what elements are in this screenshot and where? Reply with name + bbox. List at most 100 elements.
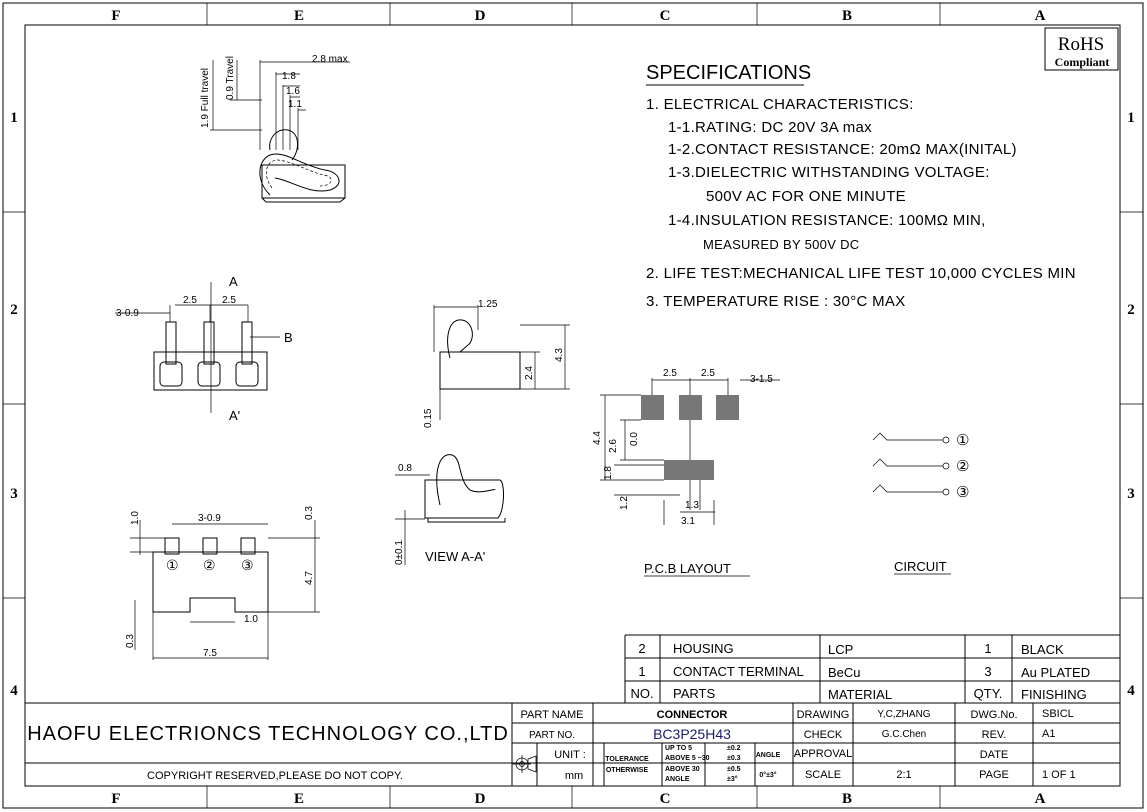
scale-value: 2:1 — [896, 769, 911, 781]
dim-label: 1.25 — [478, 299, 498, 310]
dim-label: 0.3 — [304, 506, 315, 520]
bom-header: NO. — [630, 686, 653, 701]
zone-col-e-bottom: E — [294, 791, 304, 807]
circuit-pin-3: ③ — [956, 483, 969, 501]
pad — [641, 395, 664, 420]
bottom-view: 1.0 3-0.9 0.3 4.7 0.3 1.0 7.5 ① ② ③ — [125, 506, 320, 660]
zone-row-2-right: 2 — [1127, 302, 1135, 318]
spec-line: 1. ELECTRICAL CHARACTERISTICS: — [646, 96, 914, 113]
company-name: HAOFU ELECTRIONCS TECHNOLOGY CO.,LTD — [27, 723, 509, 745]
circuit: ① ② ③ CIRCUIT — [872, 431, 969, 575]
specifications-title: SPECIFICATIONS — [646, 62, 811, 84]
check-value: G.C.Chen — [882, 729, 926, 740]
pad — [664, 460, 714, 480]
dim-label: 2.5 — [663, 368, 677, 379]
tolerance-label: TOLERANCE — [605, 756, 649, 763]
bom-cell: 1 — [984, 641, 991, 656]
pin-3-label: ③ — [241, 558, 254, 574]
dim-label: 2.4 — [524, 366, 535, 380]
tolerance-range: ABOVE 5 ~30 — [665, 755, 710, 762]
bom-header: MATERIAL — [828, 687, 892, 702]
spec-line: 1-4.INSULATION RESISTANCE: 100MΩ MIN, — [668, 212, 986, 229]
dim-label: 4.3 — [554, 348, 565, 362]
zone-col-d-bottom: D — [475, 791, 486, 807]
zone-col-a: A — [1035, 8, 1046, 24]
dim-label: 1.6 — [286, 86, 300, 97]
unit-value: mm — [565, 770, 583, 782]
zone-col-a-bottom: A — [1035, 791, 1046, 807]
date-label: DATE — [980, 749, 1009, 761]
dim-label: 0.15 — [423, 408, 434, 428]
bom-header: QTY. — [974, 686, 1003, 701]
copyright-notice: COPYRIGHT RESERVED,PLEASE DO NOT COPY. — [147, 770, 403, 782]
zone-col-e: E — [294, 8, 304, 24]
tolerance-range: ABOVE 30 — [665, 766, 700, 773]
dim-label: 2.5 — [222, 295, 236, 306]
bom-cell: CONTACT TERMINAL — [673, 664, 804, 679]
zone-row-3: 3 — [10, 486, 18, 502]
bom-cell: LCP — [828, 642, 853, 657]
dim-label: 4.4 — [592, 431, 603, 445]
dim-label: 3-0.9 — [116, 308, 139, 319]
circuit-pin-1: ① — [956, 431, 969, 449]
tolerance-range: UP TO 5 — [665, 745, 692, 752]
dim-label: 3.1 — [681, 516, 695, 527]
circuit-pin-2: ② — [956, 457, 969, 475]
rohs-badge: RoHS Compliant — [1044, 27, 1119, 71]
pcb-layout: 2.5 2.5 3-1.5 4.4 2.6 0.0 1.8 1.2 1.3 3.… — [592, 368, 780, 577]
bom-cell: BeCu — [828, 665, 861, 680]
dim-label: 1.8 — [603, 466, 614, 480]
check-label: CHECK — [804, 729, 843, 741]
dim-label: 0.3 — [125, 634, 136, 648]
section-label-a-prime: A' — [229, 408, 240, 423]
bom-cell: HOUSING — [673, 641, 734, 656]
dim-label: 1.0 — [130, 511, 141, 525]
part-no-label: PART NO. — [529, 730, 575, 741]
bom-header: PARTS — [673, 686, 715, 701]
unit-label: UNIT : — [554, 749, 586, 761]
compliant-text: Compliant — [1055, 55, 1110, 69]
zone-col-c-bottom: C — [660, 791, 671, 807]
dwg-no-label: DWG.No. — [970, 709, 1017, 721]
label-b: B — [284, 330, 293, 345]
zone-row-4-right: 4 — [1127, 683, 1135, 699]
pad — [679, 395, 702, 420]
spec-line: 1-2.CONTACT RESISTANCE: 20mΩ MAX(INITAL) — [668, 141, 1017, 158]
spec-line: 1-3.DIELECTRIC WITHSTANDING VOLTAGE: — [668, 164, 990, 181]
spec-line: 2. LIFE TEST:MECHANICAL LIFE TEST 10,000… — [646, 265, 1076, 282]
rohs-text: RoHS — [1058, 34, 1104, 55]
bom-table: 2 HOUSING LCP 1 BLACK 1 CONTACT TERMINAL… — [624, 634, 1120, 703]
dim-label: 7.5 — [203, 648, 217, 659]
zone-row-1: 1 — [10, 110, 18, 126]
side-view: 2.8 max 1.8 1.6 1.1 1.9 Full travel 0.9 … — [200, 54, 350, 203]
spec-line: 3. TEMPERATURE RISE : 30°C MAX — [646, 293, 906, 310]
dim-label: 1.0 — [244, 614, 258, 625]
pin-2-label: ② — [203, 558, 216, 574]
specifications: SPECIFICATIONS 1. ELECTRICAL CHARACTERIS… — [646, 62, 1076, 310]
zone-col-f-bottom: F — [111, 791, 120, 807]
drawing-label: DRAWING — [797, 709, 850, 721]
dim-label: 0±0.1 — [394, 540, 405, 565]
zone-col-f: F — [111, 8, 120, 24]
rev-label: REV. — [982, 729, 1007, 741]
dim-label: 1.8 — [282, 71, 296, 82]
tolerance-value: ±0.5 — [727, 766, 741, 773]
zone-col-b-bottom: B — [842, 791, 852, 807]
dim-label: 1.3 — [685, 500, 699, 511]
angle-value: 0°±3° — [759, 771, 776, 779]
spec-line: 1-1.RATING: DC 20V 3A max — [668, 119, 872, 136]
dim-label: 3-1.5 — [750, 374, 773, 385]
part-name-label: PART NAME — [521, 709, 584, 721]
view-caption: VIEW A-A' — [425, 549, 485, 564]
rev-value: A1 — [1042, 728, 1055, 740]
bom-header: FINISHING — [1021, 687, 1087, 702]
front-view: 3-0.9 2.5 2.5 A B A' — [115, 274, 293, 423]
dim-label: 1.2 — [619, 496, 630, 510]
drawing-value: Y,C,ZHANG — [877, 709, 930, 720]
zone-col-c: C — [660, 8, 671, 24]
zone-col-b: B — [842, 8, 852, 24]
bom-cell: 1 — [638, 664, 645, 679]
page-value: 1 OF 1 — [1042, 769, 1076, 781]
